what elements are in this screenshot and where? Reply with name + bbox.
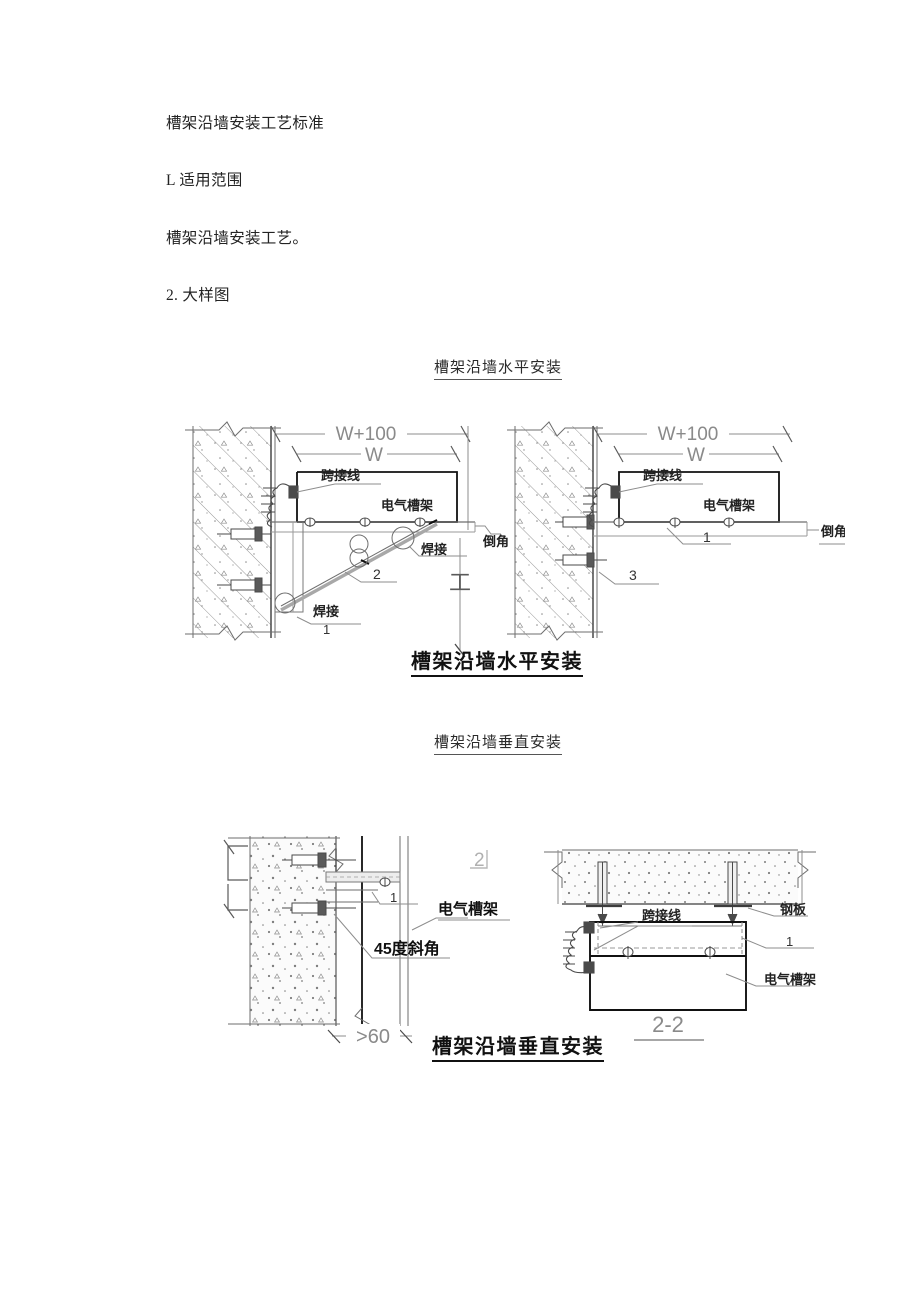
label-chamfer-right: 倒角 <box>820 524 845 539</box>
paragraph-detail-heading: 2. 大样图 <box>166 286 230 304</box>
leader-callout-1-right: 1 <box>666 527 731 545</box>
paragraph-title: 槽架沿墙安装工艺标准 <box>166 115 325 132</box>
figure2-left-view: 1 45度斜角 2 电气槽架 >60 <box>223 836 510 1048</box>
leader-chamfer-right: 倒角 <box>807 524 845 545</box>
weld-symbol-upper <box>391 526 415 550</box>
anchor-bolts-left <box>282 852 356 916</box>
dim-label-outer-right: W+100 <box>658 424 719 445</box>
section-marker-fig2: 2 <box>470 850 488 871</box>
dim-label-inner-right: W <box>687 445 705 466</box>
dimension-bracket-left <box>223 839 248 919</box>
figure2-caption: 槽架沿墙垂直安装 <box>432 1030 604 1062</box>
label-callout-3: 3 <box>629 567 637 583</box>
label-jumper-wire-section: 跨接线 <box>642 908 681 923</box>
leader-bevel-45: 45度斜角 <box>333 913 450 959</box>
leader-jumper-wire-right: 跨接线 <box>618 468 703 493</box>
dimension-w-right: W <box>613 444 783 466</box>
weld-symbol-lower <box>274 592 296 614</box>
leader-callout-1-section: 1 <box>741 934 814 949</box>
cable-tray-section-2-2 <box>589 921 747 1011</box>
label-weld-upper: 焊接 <box>421 542 447 557</box>
figure1-right-view: W+100 W 跨接线 <box>507 421 845 641</box>
label-callout-1-left: 1 <box>323 622 330 637</box>
label-cable-tray-section: 电气槽架 <box>764 972 816 987</box>
leader-jumper-wire-left: 跨接线 <box>296 468 381 493</box>
figure1-left-view: W+100 W <box>185 421 509 658</box>
section-marker-left: 工 <box>449 538 471 658</box>
hanger-rods <box>597 861 738 926</box>
label-cable-tray-fig2-left: 电气槽架 <box>438 900 498 918</box>
leader-steel-plate: 钢板 <box>747 902 808 917</box>
dimension-w-left: W <box>291 444 461 466</box>
support-plate-left <box>325 871 401 903</box>
label-callout-1-section: 1 <box>786 934 793 949</box>
figure2-heading: 槽架沿墙垂直安装 <box>434 731 563 755</box>
leader-callout-1-fig2-left: 1 <box>371 890 418 905</box>
label-callout-1-fig2: 1 <box>390 890 397 905</box>
jumper-wire-coil-right <box>583 483 621 528</box>
label-jumper-wire-right: 跨接线 <box>643 468 682 483</box>
jumper-wire-coil-section <box>563 921 595 974</box>
label-jumper-wire: 跨接线 <box>321 468 360 483</box>
label-chamfer-left: 倒角 <box>482 534 509 549</box>
dim-label-inner: W <box>365 445 383 466</box>
leader-cable-tray-fig2-left: 电气槽架 <box>411 900 510 931</box>
dim-label-outer: W+100 <box>336 424 397 445</box>
dimension-min-60: >60 <box>327 1024 413 1048</box>
paragraph-scope-body: 槽架沿墙安装工艺。 <box>166 229 309 247</box>
leader-callout-3-right: 3 <box>598 567 659 585</box>
paragraph-scope-heading: L 适用范围 <box>166 172 243 190</box>
label-section-marker-2: 2 <box>474 850 485 871</box>
tray-bolts-left <box>304 517 426 527</box>
label-2-2: 2-2 <box>652 1012 684 1037</box>
leader-weld-upper-left: 焊接 <box>408 542 467 557</box>
figure1-horizontal-installation: W+100 W <box>185 412 845 672</box>
figure1-caption: 槽架沿墙水平安装 <box>411 645 583 677</box>
dimension-w-plus-100-left: W+100 <box>270 424 471 530</box>
label-callout-2: 2 <box>373 566 381 582</box>
label-bevel-45: 45度斜角 <box>374 939 440 958</box>
label-section-marker-left: 工 <box>449 570 471 595</box>
label-weld-lower: 焊接 <box>313 604 339 619</box>
label-steel-plate: 钢板 <box>780 902 807 917</box>
figure2-right-view: 跨接线 钢板 1 电气槽架 2-2 <box>544 849 816 1041</box>
document-text-block: 槽架沿墙安装工艺标准 L 适用范围 槽架沿墙安装工艺。 2. 大样图 <box>166 112 806 341</box>
label-callout-1-right: 1 <box>703 529 711 545</box>
section-label-2-2: 2-2 <box>634 1012 704 1041</box>
leader-cable-tray-section: 电气槽架 <box>725 972 816 987</box>
label-cable-tray-left: 电气槽架 <box>381 498 433 513</box>
leader-chamfer-left: 倒角 <box>475 525 509 549</box>
tray-bolts-section <box>622 946 716 959</box>
figure1-heading: 槽架沿墙水平安装 <box>434 356 563 380</box>
dimension-w-plus-100-right: W+100 <box>592 424 793 445</box>
leader-jumper-wire-section: 跨接线 <box>593 908 692 951</box>
dim-label-min-60: >60 <box>356 1026 390 1048</box>
label-cable-tray-right: 电气槽架 <box>703 498 755 513</box>
tray-bolts-right <box>613 517 735 528</box>
leader-callout-2-left: 2 <box>344 566 397 583</box>
figure2-vertical-installation: 1 45度斜角 2 电气槽架 >60 <box>222 818 902 1068</box>
leader-weld-lower-left: 焊接 1 <box>296 604 361 637</box>
